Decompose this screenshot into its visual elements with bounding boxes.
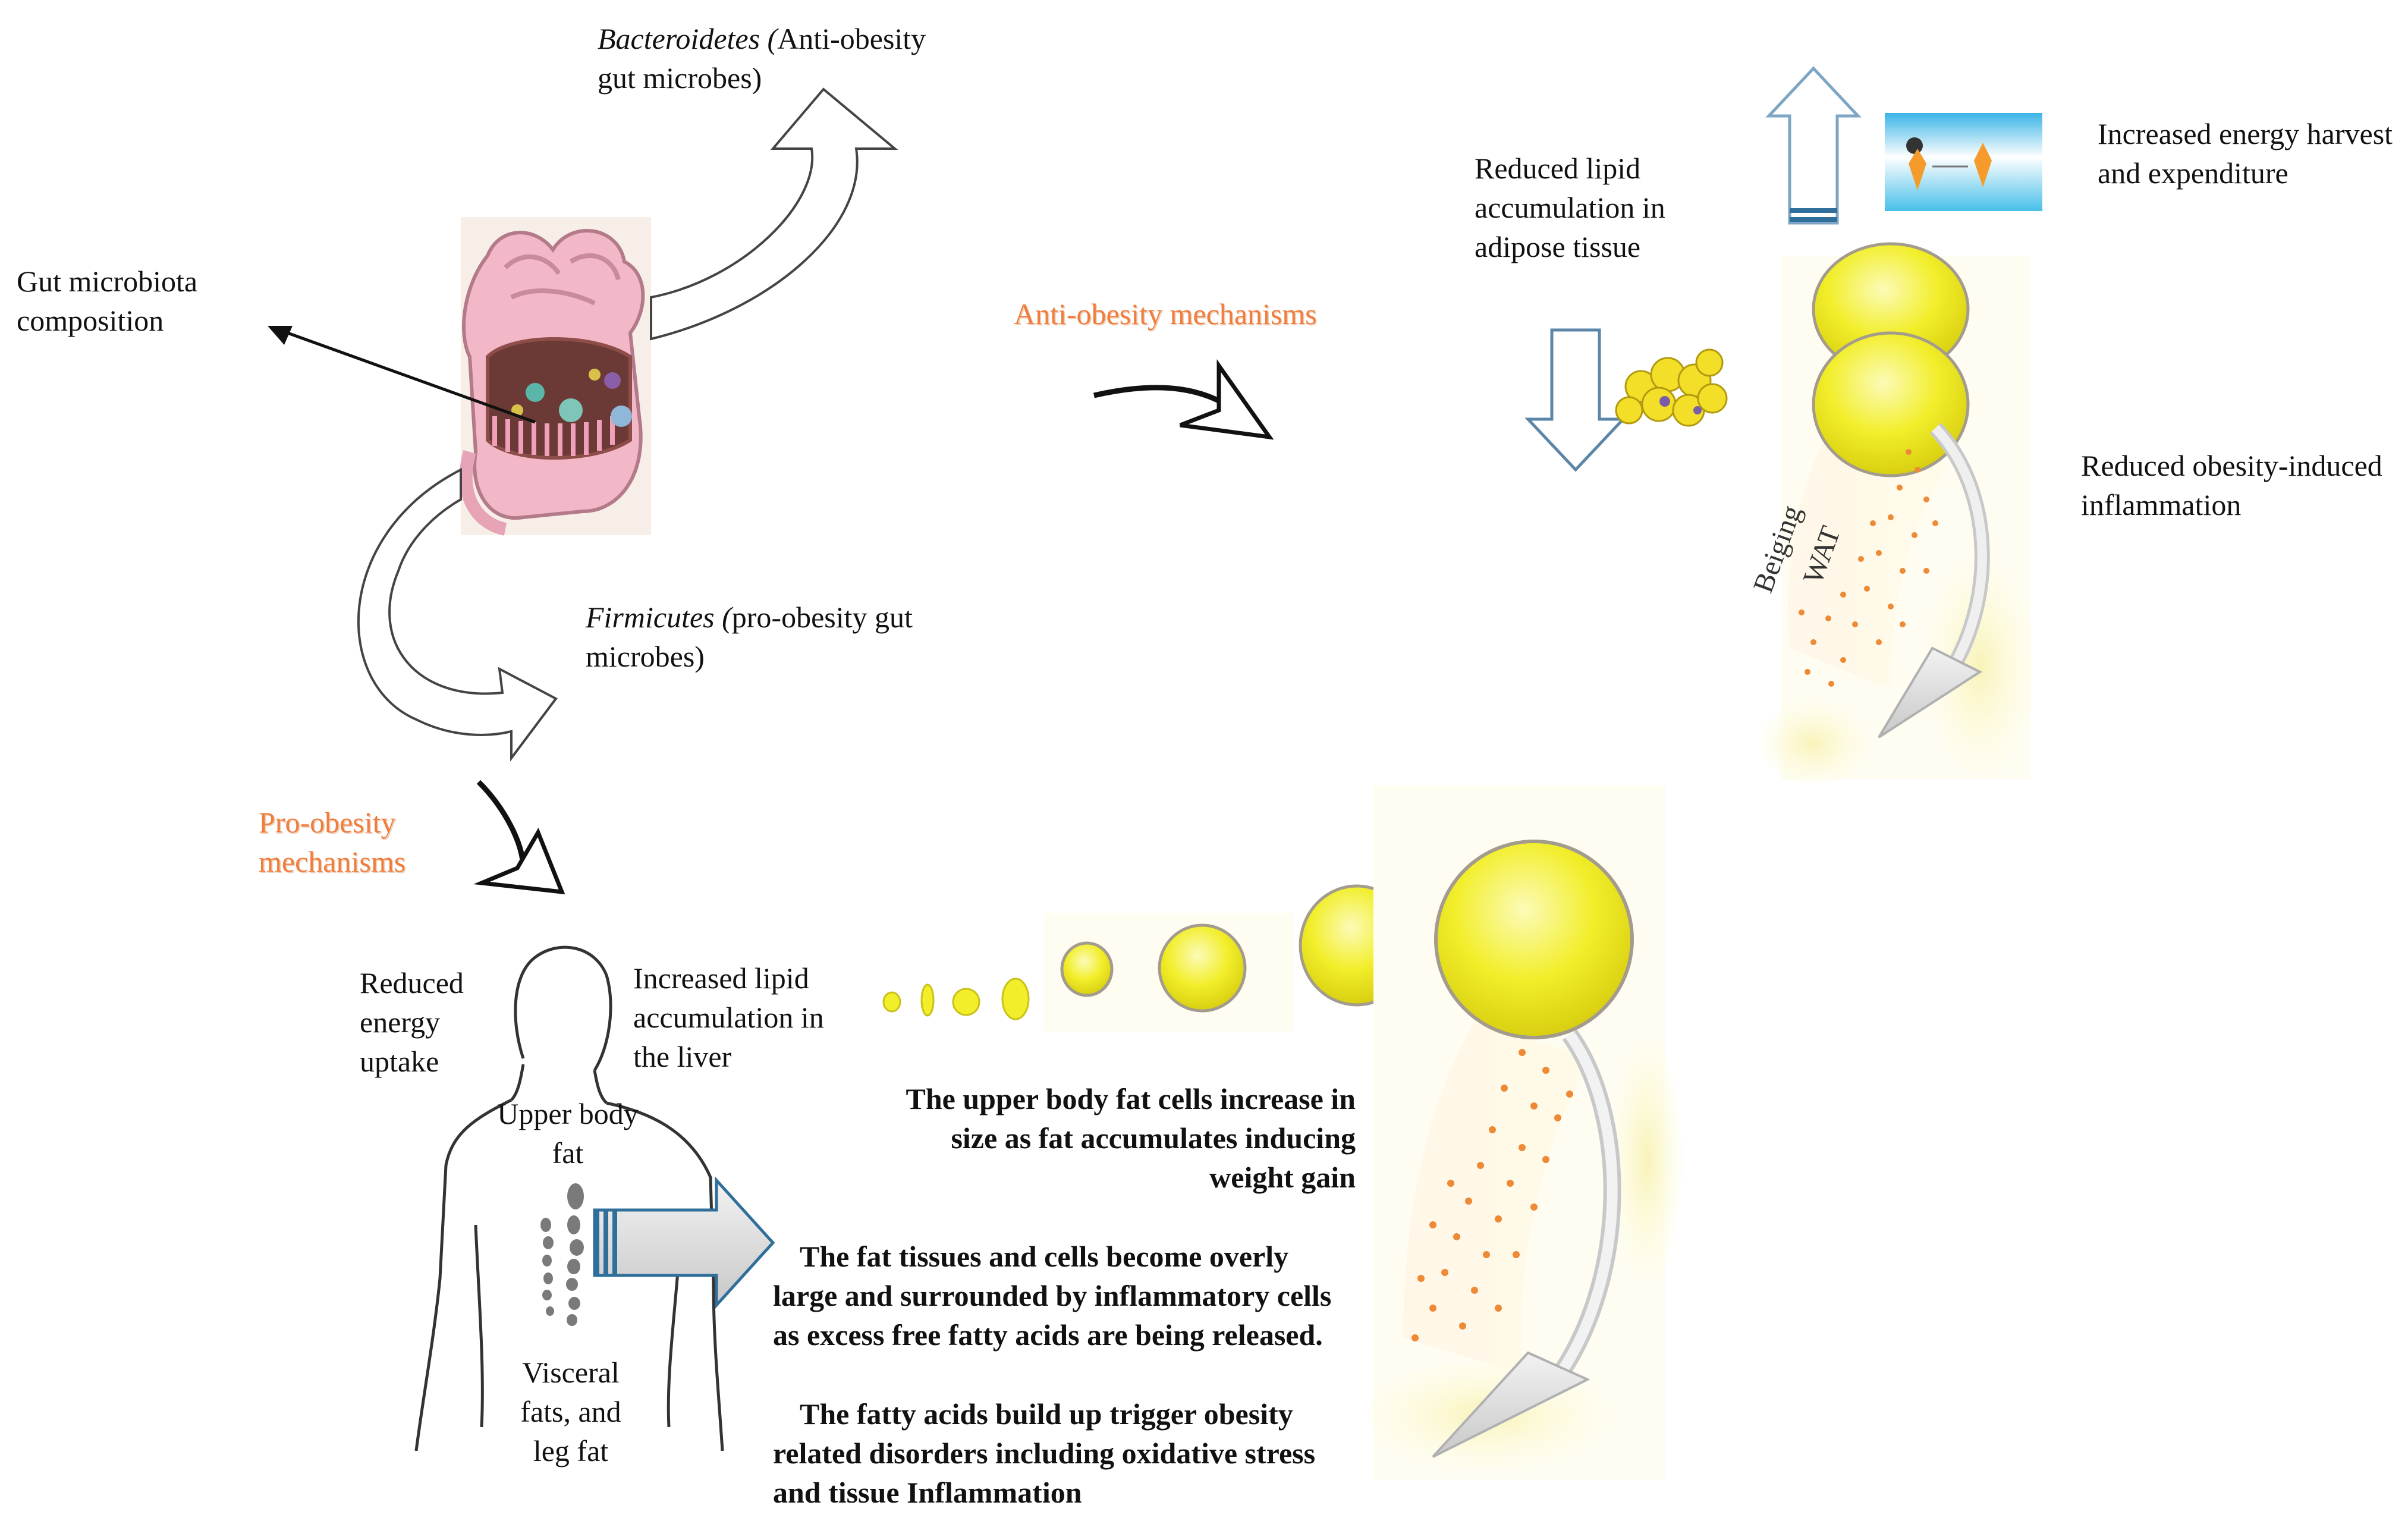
increase-up-arrow [1765, 66, 1862, 225]
reduced-energy-uptake-label: Reduced energy uptake [360, 966, 464, 1078]
firmicutes-name: Firmicutes ( [586, 601, 732, 634]
firmicutes-curved-arrow [357, 467, 558, 762]
microbiota-pointer-arrow [268, 326, 536, 424]
body-to-text-arrow [593, 1176, 775, 1309]
anti-obesity-mechanisms-label: Anti-obesity mechanisms [1014, 297, 1317, 331]
pro-obesity-mechanisms-label: Pro-obesity mechanisms [259, 806, 406, 878]
reduced-inflammation-label: Reduced obesity-induced inflammation [2081, 449, 2382, 521]
enlarged-fat-cell-image [1368, 785, 1683, 1481]
firmicutes-label: Firmicutes (pro-obesity gut microbes) [586, 601, 913, 673]
pro-obesity-hook-arrow [473, 780, 565, 895]
increased-energy-label: Increased energy harvest and expenditure [2098, 117, 2393, 190]
visceral-fats-label: Visceral fats, and leg fat [520, 1356, 621, 1467]
gut-microbiota-label: Gut microbiota composition [17, 265, 198, 337]
energy-harvest-image [1885, 113, 2042, 211]
gut-illustration [459, 217, 651, 536]
reduced-lipid-label: Reduced lipid accumulation in adipose ti… [1475, 152, 1665, 263]
body-silhouette [414, 945, 724, 1451]
fatty-acids-text: The fatty acids build up trigger obesity… [773, 1397, 1316, 1509]
fat-cell-growth-sequence [882, 884, 1415, 1032]
adipose-cluster-image [1615, 348, 1728, 427]
visceral-fat-spots [540, 1183, 584, 1326]
firmicutes-desc: pro-obesity gut [731, 601, 913, 634]
decrease-down-arrow [1524, 328, 1627, 472]
anti-obesity-hook-arrow [1093, 359, 1274, 440]
fat-tissues-text: The fat tissues and cells become overly … [773, 1240, 1332, 1352]
bacteroidetes-label: Bacteroidetes (Anti-obesity gut microbes… [598, 22, 926, 95]
beiging-wat-image [1760, 242, 2033, 785]
increased-lipid-liver-label: Increased lipid accumulation in the live… [633, 961, 824, 1073]
bacteroidetes-name: Bacteroidetes ( [598, 22, 778, 55]
bacteroidetes-curved-arrow [650, 87, 898, 341]
bacteroidetes-desc: Anti-obesity [777, 22, 926, 55]
upper-body-fat-label: Upper body fat [497, 1097, 639, 1170]
upper-body-fat-cells-text: The upper body fat cells increase in siz… [906, 1082, 1356, 1194]
